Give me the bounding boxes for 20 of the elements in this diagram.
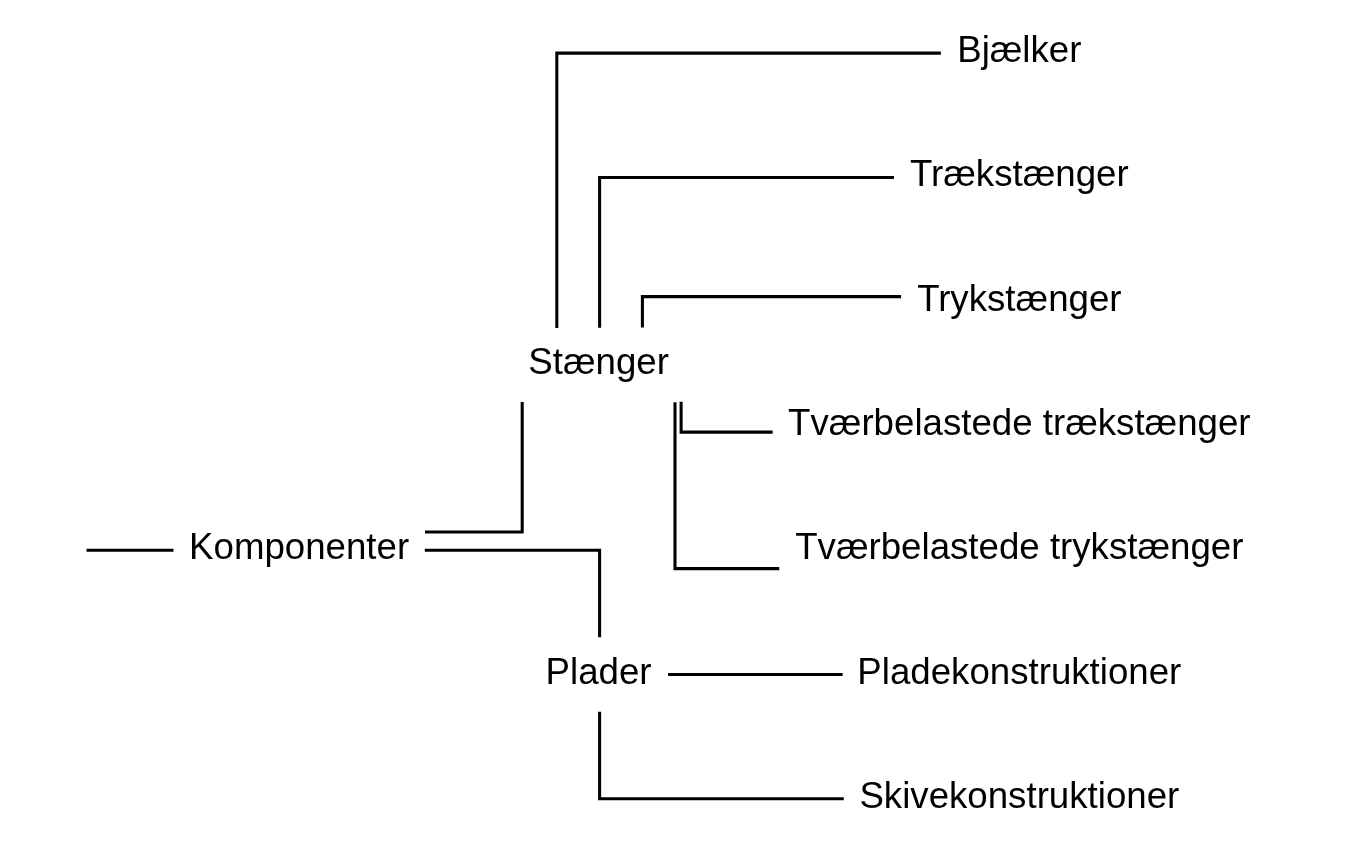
connector [598, 711, 844, 801]
node-text: Komponenter [189, 526, 410, 568]
node-text: Pladekonstruktioner [857, 650, 1182, 692]
connector [555, 51, 941, 328]
node-text: Plader [545, 650, 652, 692]
node-text: Bjælker [957, 29, 1082, 71]
connector [424, 548, 602, 638]
node-text: Stænger [528, 340, 669, 382]
node-text: Skivekonstruktioner [859, 774, 1180, 816]
connector [668, 673, 843, 677]
connector [86, 548, 174, 552]
connector [425, 401, 524, 534]
node-text: Trykstænger [917, 277, 1122, 319]
node-text: Tværbelastede trykstænger [795, 526, 1244, 568]
connector [679, 401, 773, 434]
connector [598, 175, 894, 328]
connector [640, 295, 902, 328]
connector [673, 402, 780, 571]
node-text: Tværbelastede trækstænger [788, 401, 1251, 443]
node-text: Trækstænger [910, 153, 1129, 195]
